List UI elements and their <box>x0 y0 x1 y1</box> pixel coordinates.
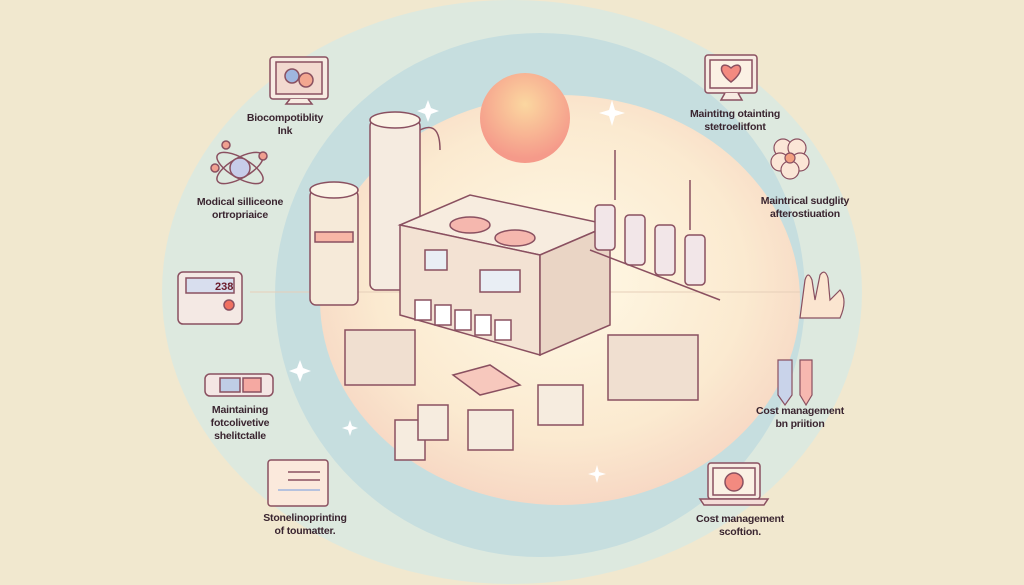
label-line: Maintrical sudglity <box>760 195 850 207</box>
label-line: Maintitng otainting <box>689 108 781 120</box>
label-line: Maintaining <box>211 404 269 416</box>
thermostat-reading: 238 <box>215 281 233 293</box>
label-line: of toumatter. <box>274 525 336 537</box>
label-line: Cost management <box>695 513 785 525</box>
battery-tag-icon <box>204 373 274 397</box>
laptop-icon <box>698 462 770 506</box>
label-line: Cost management <box>755 405 845 417</box>
label-line: afterostiuation <box>770 208 840 220</box>
boxes <box>344 329 699 461</box>
label-line: Modical silliceone <box>196 196 284 208</box>
label-line: stetroelitfont <box>704 121 766 133</box>
lab-glassware <box>589 150 721 301</box>
flower-icon <box>770 138 810 180</box>
iv-bag-icon <box>777 359 813 407</box>
tank-left <box>309 181 359 306</box>
label-line: Stonelinoprinting <box>263 512 347 524</box>
label-line: scoftion. <box>719 526 761 538</box>
label-line: Ink <box>277 125 293 137</box>
label-line: shelitctalle <box>214 430 266 442</box>
label-line: Biocompotiblity <box>246 112 324 124</box>
sparkle-icons <box>289 100 625 483</box>
monitor-heart-icon <box>704 54 758 101</box>
atom-icon <box>210 140 268 185</box>
printer-machine <box>397 194 613 357</box>
document-icon <box>267 459 329 507</box>
thermostat-icon <box>177 271 243 325</box>
sun-icon <box>480 73 570 163</box>
label-line: bn priition <box>775 418 825 430</box>
label-line: ortropriaice <box>212 209 268 221</box>
glove-icon <box>799 271 845 319</box>
monitor-icon-top-left <box>269 56 329 105</box>
label-line: fotcolivetive <box>210 417 270 429</box>
